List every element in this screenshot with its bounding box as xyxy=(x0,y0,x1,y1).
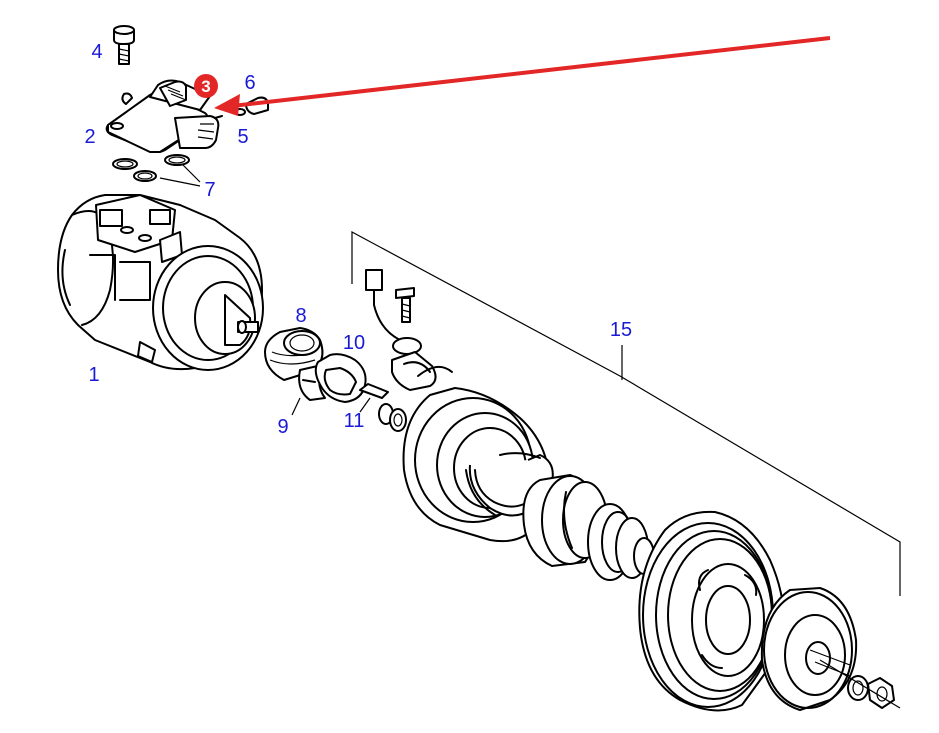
axis-line xyxy=(819,659,901,709)
part-15-armature-plate[interactable] xyxy=(760,587,858,711)
label-15: 15 xyxy=(610,319,632,341)
label-10: 10 xyxy=(343,332,365,354)
label-5: 5 xyxy=(237,126,248,148)
label-1: 1 xyxy=(88,364,99,386)
part-15-wire-connector[interactable] xyxy=(365,269,453,391)
part-2-manifold[interactable] xyxy=(105,79,223,153)
leader-9 xyxy=(291,397,301,416)
part-15-bearing-ring[interactable] xyxy=(587,503,655,581)
label-2: 2 xyxy=(84,126,95,148)
label-7: 7 xyxy=(204,179,215,201)
label-9: 9 xyxy=(277,416,288,438)
label-8: 8 xyxy=(295,305,306,327)
bracket-15 xyxy=(351,230,901,596)
part-15-hub[interactable] xyxy=(522,474,608,567)
part-11-key[interactable] xyxy=(359,383,407,432)
highlight-arrow xyxy=(214,36,831,116)
part-3-badge[interactable]: 3 xyxy=(194,74,218,98)
label-3: 3 xyxy=(201,77,210,96)
label-6: 6 xyxy=(244,72,255,94)
part-4-bolt[interactable] xyxy=(113,25,135,65)
part-15-pulley[interactable] xyxy=(638,510,786,712)
leader-7 xyxy=(159,163,201,187)
part-7-orings[interactable] xyxy=(112,154,190,182)
label-11: 11 xyxy=(344,410,365,432)
label-4: 4 xyxy=(91,41,102,63)
part-8-bearing[interactable] xyxy=(264,327,324,381)
part-1-compressor[interactable] xyxy=(57,194,264,371)
part-10-snap-ring[interactable] xyxy=(314,353,367,403)
leader-11 xyxy=(359,397,371,413)
